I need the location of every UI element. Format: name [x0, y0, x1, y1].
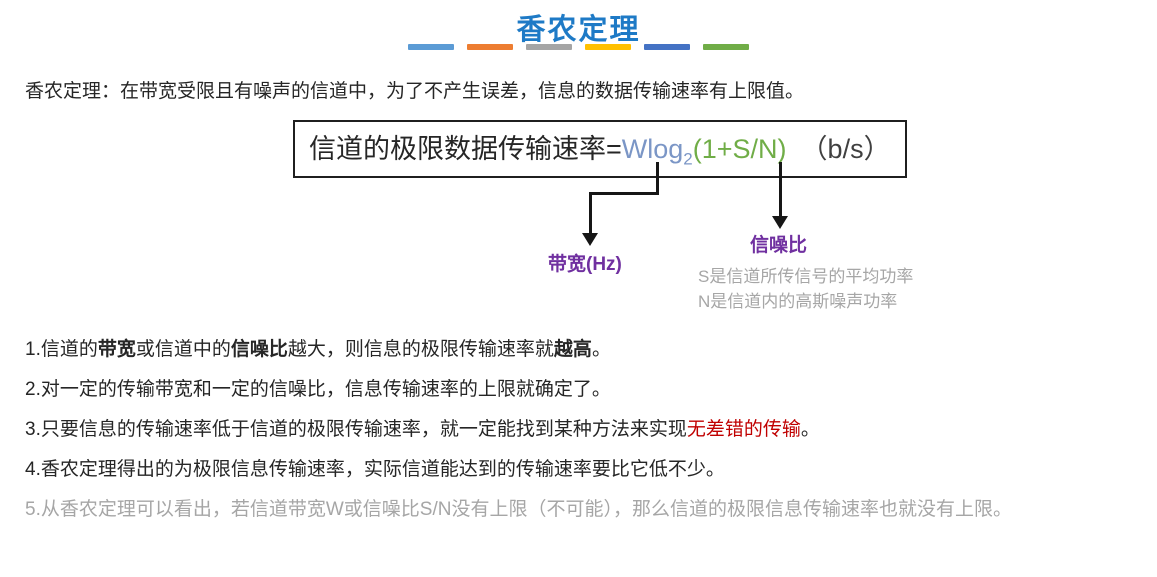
accent-bar [467, 44, 513, 50]
formula-snr-term: (1+S/N) [692, 134, 787, 164]
note-3: 3.只要信息的传输速率低于信道的极限传输速率，就一定能找到某种方法来实现无差错的… [25, 416, 1143, 444]
accent-bar [703, 44, 749, 50]
formula-box: 信道的极限数据传输速率=Wlog2(1+S/N) （b/s） [293, 120, 907, 179]
formula-prefix: 信道的极限数据传输速率= [309, 134, 622, 164]
bandwidth-arrowhead-icon [582, 233, 598, 246]
note-1-text: 。 [591, 339, 611, 360]
formula-unit: （b/s） [800, 134, 891, 164]
accent-bar [526, 44, 572, 50]
intro-text: 香农定理：在带宽受限且有噪声的信道中，为了不产生误差，信息的数据传输速率有上限值… [25, 81, 805, 102]
note-4: 4.香农定理得出的为极限信息传输速率，实际信道能达到的传输速率要比它低不少。 [25, 459, 725, 480]
note-1: 1.信道的带宽或信道中的信噪比越大，则信息的极限传输速率就越高。 [25, 336, 1143, 364]
note-3-text: 。 [800, 419, 820, 440]
note-1-text: 1.信道的 [25, 339, 98, 360]
note-3-red-errorfree: 无差错的传输 [686, 419, 801, 440]
note-1-bold-bandwidth: 带宽 [97, 339, 136, 360]
formula-bandwidth-term: Wlog2 [621, 134, 693, 168]
note-3-text: 3.只要信息的传输速率低于信道的极限传输速率，就一定能找到某种方法来实现 [25, 419, 687, 440]
snr-explanation-line1: S是信道所传信号的平均功率 [698, 267, 914, 286]
formula-w-text: Wlog [621, 134, 684, 164]
page-title: 香农定理 [516, 14, 641, 46]
accent-bar [644, 44, 690, 50]
snr-label: 信噪比 [750, 235, 808, 256]
snr-explanation-line2: N是信道内的高斯噪声功率 [698, 292, 898, 311]
snr-arrow-vertical [779, 162, 782, 218]
accent-bar [408, 44, 454, 50]
note-1-text: 或信道中的 [135, 339, 231, 360]
note-5: 5.从香农定理可以看出，若信道带宽W或信噪比S/N没有上限（不可能），那么信道的… [25, 499, 1012, 520]
notes-list: 1.信道的带宽或信道中的信噪比越大，则信息的极限传输速率就越高。 2.对一定的传… [25, 336, 1143, 536]
accent-bar [585, 44, 631, 50]
accent-bars [0, 44, 1157, 50]
note-2: 2.对一定的传输带宽和一定的信噪比，信息传输速率的上限就确定了。 [25, 379, 611, 400]
bandwidth-arrow-horizontal [589, 192, 659, 195]
snr-arrowhead-icon [772, 216, 788, 229]
bandwidth-label: 带宽(Hz) [548, 254, 622, 275]
snr-explanation: S是信道所传信号的平均功率 N是信道内的高斯噪声功率 [698, 264, 913, 314]
note-1-text: 越大，则信息的极限传输速率就 [287, 339, 554, 360]
bandwidth-arrow-vertical-bottom [589, 192, 592, 235]
note-1-bold-higher: 越高 [553, 339, 592, 360]
bandwidth-arrow-vertical-top [656, 162, 659, 194]
note-1-bold-snr: 信噪比 [230, 339, 288, 360]
formula-log-subscript: 2 [683, 149, 693, 169]
